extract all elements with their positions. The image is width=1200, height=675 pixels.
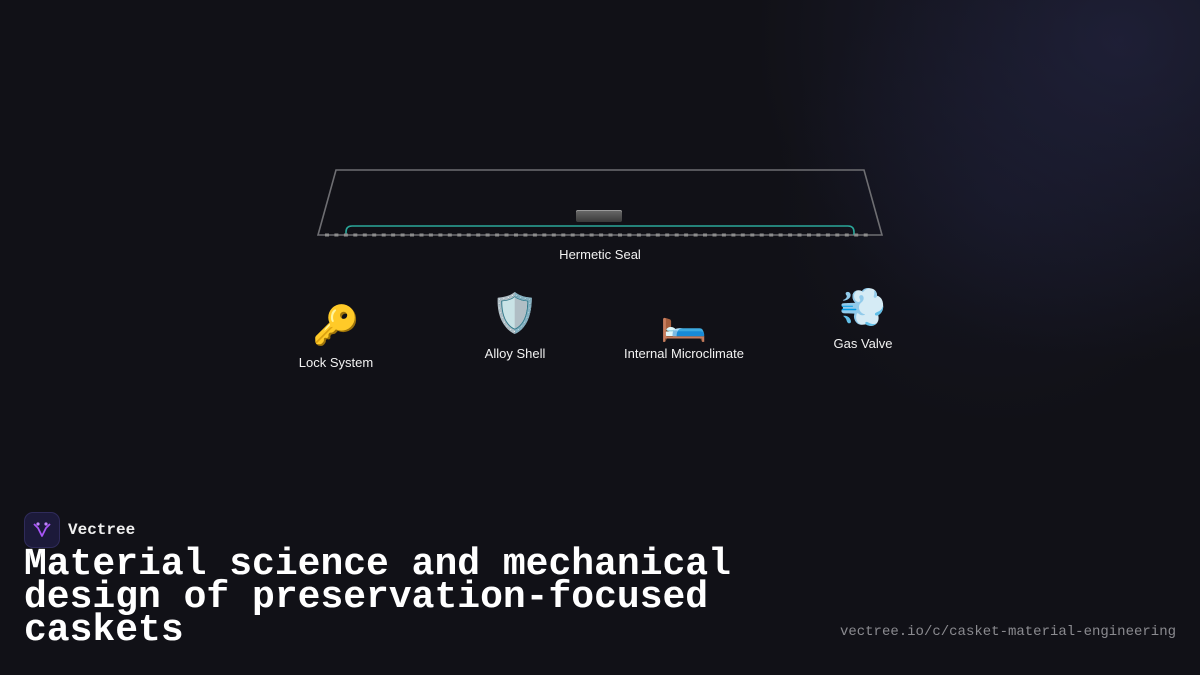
casket-diagram: Hermetic Seal 🔑 Lock System 🛡️ Alloy She… [298,169,893,370]
gasket-dot [428,233,433,237]
gasket-dot [504,233,509,237]
gasket-dot [674,233,679,237]
key-icon: 🔑 [312,303,360,347]
gasket-dot [655,233,660,237]
gasket-dot [410,233,414,237]
gasket-dot [447,233,452,237]
gasket-dot [362,233,367,237]
brand-name: Vectree [68,521,136,539]
gasket-dot [769,233,774,237]
gasket-dot [589,233,594,237]
gasket-dot [523,233,528,237]
source-url[interactable]: vectree.io/c/casket-material-engineering [839,624,1176,640]
gasket-dot [797,233,802,237]
gasket-dot [381,233,386,237]
brand: Vectree [24,512,135,548]
gasket-dot [419,233,424,237]
gasket-dot [325,233,329,237]
gasket-dot [816,233,821,237]
gasket-dot [542,233,547,237]
gasket-dot [740,233,745,237]
gasket-dot [466,233,471,237]
gasket-dot [750,233,755,237]
gasket-dot [627,233,632,237]
gasket-dot [438,233,443,237]
gasket-dot [646,233,651,237]
gasket-dot [495,233,500,237]
gasket-dot [551,233,556,237]
gasket-dot [759,233,764,237]
gasket-dot [731,233,736,237]
gasket-dot [570,233,575,237]
seal-clamp [576,210,622,222]
gasket-dot [514,233,518,237]
vectree-logo-icon [24,512,60,548]
casket-lid-outline [316,169,884,237]
page-title: Material science and mechanical design o… [24,543,731,652]
gasket-dot [618,233,622,237]
seal-gasket-dots [325,233,868,237]
gasket-dot [343,233,348,237]
gasket-dot [400,233,405,237]
lock-system-label: Lock System [298,355,374,370]
gasket-dot [854,233,859,237]
gasket-dot [684,233,689,237]
gasket-dot [665,233,670,237]
gasket-dot [334,233,339,237]
lid-shape [316,169,884,236]
bed-icon: 🛏️ [660,299,708,343]
alloy-shell-label: Alloy Shell [484,346,546,361]
gasket-dot [825,233,830,237]
gasket-dot [703,233,707,237]
hermetic-seal-label: Hermetic Seal [559,247,641,262]
gasket-dot [608,233,613,237]
gasket-dot [391,233,396,237]
gasket-dot [778,233,783,237]
gasket-dot [561,233,566,237]
gasket-dot [863,233,868,237]
gasket-dot [788,233,793,237]
gasket-dot [476,233,481,237]
gasket-dot [485,233,490,237]
gasket-dot [353,233,358,237]
gasket-dot [712,233,717,237]
gas-puff-icon: 💨 [839,285,887,329]
gasket-dot [636,233,641,237]
gasket-dot [372,233,377,237]
gasket-dot [721,233,726,237]
gasket-dot [457,233,462,237]
internal-microclimate-label: Internal Microclimate [624,346,744,361]
gas-valve-label: Gas Valve [833,336,893,351]
gasket-dot [599,233,604,237]
gasket-dot [835,233,840,237]
gasket-dot [580,233,585,237]
gasket-dot [693,233,698,237]
shield-icon: 🛡️ [491,291,539,335]
gasket-dot [844,233,849,237]
gasket-dot [532,233,537,237]
gasket-dot [807,233,811,237]
seal-line [345,225,855,235]
